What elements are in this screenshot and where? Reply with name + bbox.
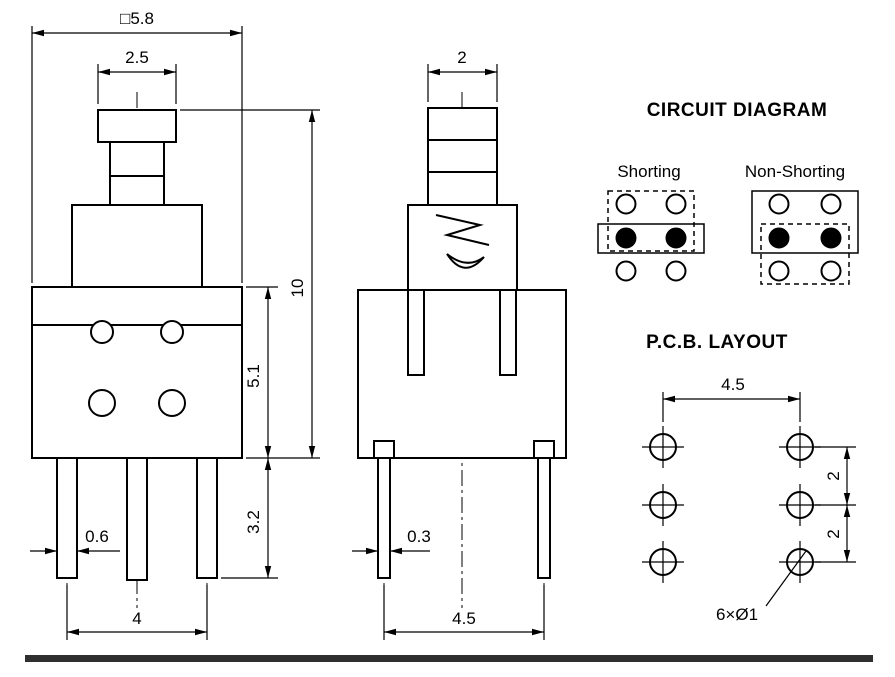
front-neck — [71, 204, 203, 288]
front-pin-right — [196, 457, 218, 579]
shorting-moving-contact-solid — [597, 223, 705, 254]
non-shorting-moving-contact-dashed — [760, 223, 850, 285]
contact-circle-closed — [665, 227, 687, 249]
contact-circle-open — [615, 193, 637, 215]
contact-circle-closed — [768, 227, 790, 249]
dim-hole-span-text: 4.5 — [721, 375, 745, 394]
front-button-stem — [109, 141, 165, 206]
dim-button-width-text: 2.5 — [125, 48, 149, 67]
side-body — [357, 289, 567, 459]
contact-circle-open — [665, 193, 687, 215]
side-inner-slot-right — [499, 290, 517, 376]
front-pin-left — [56, 457, 78, 579]
dim-side-button-width-text: 2 — [457, 48, 466, 67]
front-rivet-large-right — [158, 389, 186, 417]
dim-pin-span-side-text: 4.5 — [452, 609, 476, 628]
dim-total-height: 10 — [180, 109, 320, 459]
contact-circle-open — [768, 193, 790, 215]
dim-pin-thickness-text: 0.3 — [407, 527, 431, 546]
footer-rule — [25, 655, 873, 662]
pcb-hole — [786, 491, 814, 519]
dim-pin-thickness: 0.3 — [352, 527, 431, 555]
dim-body-width: □5.8 — [31, 9, 243, 283]
dim-pin-width: 0.6 — [30, 527, 120, 555]
side-inner-slot-left — [407, 290, 425, 376]
dim-row-gap-upper-text: 2 — [824, 471, 843, 480]
dim-pin-span-side: 4.5 — [383, 585, 545, 640]
contact-circle-closed — [820, 227, 842, 249]
side-pin-boss-right — [533, 440, 555, 458]
pcb-layout-title: P.C.B. LAYOUT — [646, 332, 788, 353]
side-spring-hook — [446, 253, 485, 269]
contact-circle-open — [615, 260, 637, 282]
dim-pin-span-front: 4 — [66, 585, 208, 640]
contact-circle-open — [820, 193, 842, 215]
dim-body-height: 5.1 — [244, 286, 278, 458]
side-button — [427, 107, 498, 206]
dim-row-gaps: 2 2 — [815, 446, 856, 563]
contact-circle-closed — [615, 227, 637, 249]
contact-circle-open — [768, 260, 790, 282]
hole-note: 6×Ø1 — [716, 550, 807, 624]
side-pin-right — [537, 457, 551, 579]
circuit-diagram: CIRCUIT DIAGRAM Shorting Non-Shorting — [597, 100, 859, 285]
dim-button-width: 2.5 — [97, 48, 177, 104]
front-rivet-large-left — [88, 389, 116, 417]
dim-body-width-text: □5.8 — [120, 9, 154, 28]
non-shorting-moving-contact-solid — [751, 190, 859, 254]
non-shorting-label: Non-Shorting — [745, 162, 845, 181]
circuit-diagram-title: CIRCUIT DIAGRAM — [647, 100, 828, 121]
dim-pin-span-front-text: 4 — [132, 609, 141, 628]
dim-side-button-width: 2 — [427, 48, 498, 102]
front-pin-middle — [126, 457, 148, 581]
dim-pin-length: 3.2 — [221, 458, 278, 579]
pcb-layout: P.C.B. LAYOUT 4.5 — [642, 332, 856, 624]
shorting-moving-contact-dashed — [607, 190, 695, 252]
side-pin-boss-left — [373, 440, 395, 458]
side-view: 2 0.3 4.5 — [352, 48, 567, 640]
front-view: □5.8 2.5 10 5.1 3.2 — [30, 9, 320, 640]
dim-row-gap-lower-text: 2 — [824, 529, 843, 538]
pcb-holes — [642, 426, 821, 583]
pcb-hole — [786, 433, 814, 461]
hole-note-text: 6×Ø1 — [716, 605, 758, 624]
hole-note-leader-line — [765, 550, 807, 607]
dim-total-height-text: 10 — [288, 279, 307, 298]
side-neck — [407, 204, 518, 291]
front-button-cap — [97, 109, 177, 143]
front-body — [31, 286, 243, 459]
dim-pin-width-text: 0.6 — [85, 527, 109, 546]
pcb-hole — [649, 548, 677, 576]
pcb-hole — [649, 433, 677, 461]
front-rivet-small-left — [90, 320, 114, 344]
contact-circle-open — [820, 260, 842, 282]
side-spring-zigzag — [435, 214, 490, 246]
non-shorting-schematic — [751, 190, 859, 285]
pcb-hole — [649, 491, 677, 519]
shorting-schematic — [597, 190, 705, 282]
dim-body-height-text: 5.1 — [244, 364, 263, 388]
dim-hole-span: 4.5 — [662, 375, 801, 422]
dim-pin-length-text: 3.2 — [244, 510, 263, 534]
side-pin-left — [377, 457, 391, 579]
shorting-label: Shorting — [617, 162, 680, 181]
front-rivet-small-right — [160, 320, 184, 344]
contact-circle-open — [665, 260, 687, 282]
pcb-hole — [786, 548, 814, 576]
